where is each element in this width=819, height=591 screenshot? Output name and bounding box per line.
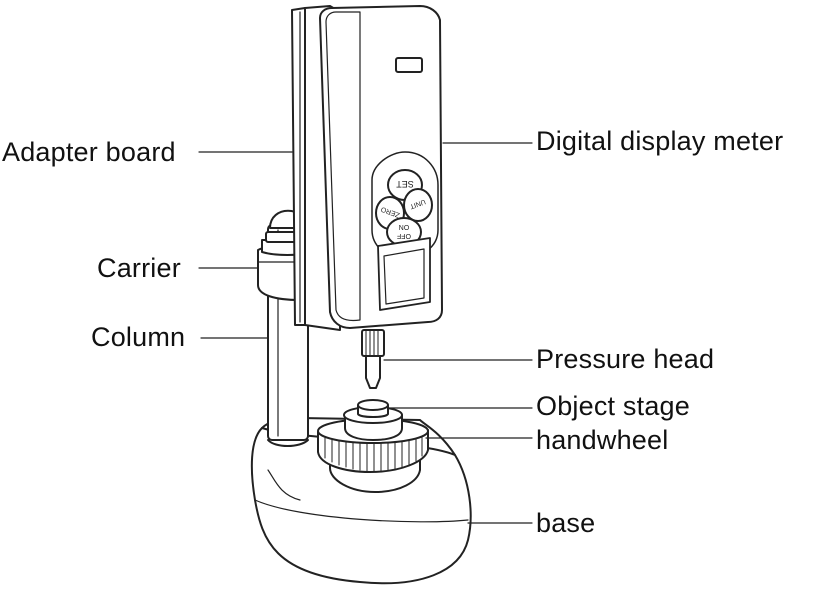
object-stage-shape (343, 399, 403, 441)
leader-lines (198, 142, 533, 524)
knurl-lines (365, 330, 379, 356)
handwheel-knurl (324, 433, 423, 472)
pressure-head-shape (361, 329, 385, 389)
label-digital-display-meter: Digital display meter (536, 126, 784, 156)
key-label-off: OFF (397, 232, 411, 239)
key-label-on: ON (399, 223, 410, 230)
digital-display-meter-shape: SET UNIT ZERO ON OFF (319, 5, 443, 329)
label-object-stage: Object stage (536, 391, 690, 421)
label-adapter-board: Adapter board (2, 137, 176, 167)
meter-window-icon (395, 57, 423, 73)
label-carrier: Carrier (97, 253, 181, 283)
label-pressure-head: Pressure head (536, 344, 715, 374)
unit-button-shape (403, 188, 433, 222)
label-base: base (536, 508, 596, 538)
key-label-set: SET (396, 179, 414, 189)
label-handwheel: handwheel (536, 425, 669, 455)
label-column: Column (91, 322, 186, 352)
